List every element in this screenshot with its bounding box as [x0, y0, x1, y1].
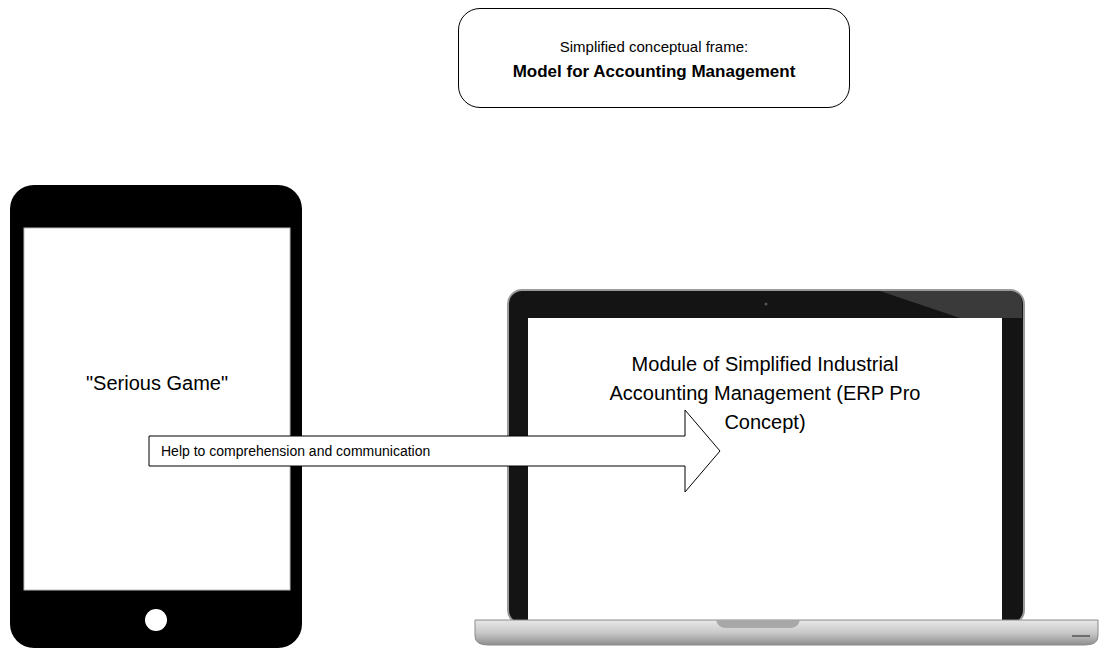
- tablet-screen: [24, 228, 290, 590]
- laptop-screen-node: Module of Simplified Industrial Accounti…: [528, 318, 1002, 621]
- laptop-notch: [716, 620, 800, 628]
- block-arrow: [149, 410, 720, 492]
- laptop-base: [475, 620, 1098, 645]
- laptop-base-mark: [1072, 635, 1090, 637]
- laptop-camera: [765, 303, 768, 306]
- bezel-reflection: [880, 291, 1022, 318]
- title-box: Simplified conceptual frame: Model for Ac…: [458, 8, 850, 108]
- edge-label: Help to comprehension and communication: [159, 443, 432, 459]
- node-text: "Serious Game": [34, 370, 280, 396]
- home-button: [145, 609, 167, 631]
- tablet-screen-node: "Serious Game": [24, 228, 290, 590]
- node-text: Model for Accounting Management: [471, 61, 837, 83]
- laptop-screen: [528, 318, 1002, 621]
- node-text: Simplified conceptual frame:: [471, 37, 837, 57]
- node-text: Module of Simplified Industrial Accounti…: [590, 350, 940, 437]
- tablet-body: [10, 185, 302, 648]
